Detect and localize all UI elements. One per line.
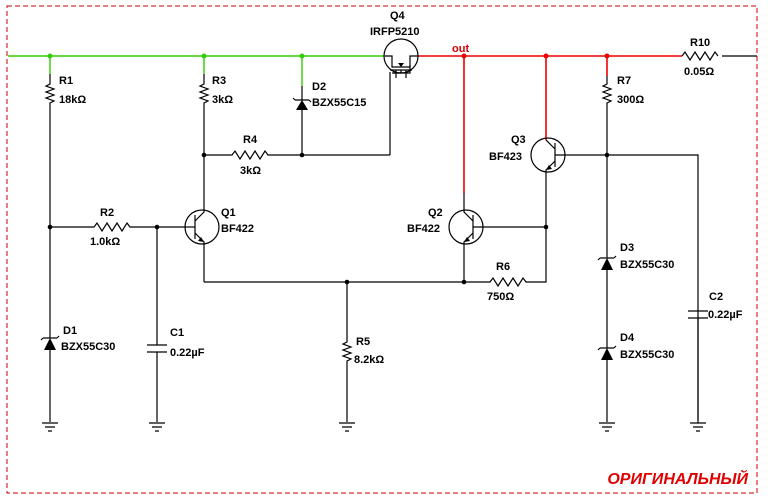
zener-d3 bbox=[597, 255, 617, 348]
label-r3-value: 3kΩ bbox=[212, 94, 233, 106]
label-q2-ref: Q2 bbox=[428, 207, 443, 219]
label-q4-ref: Q4 bbox=[390, 10, 406, 22]
label-d2-ref: D2 bbox=[312, 81, 326, 93]
resistor-r1 bbox=[44, 74, 56, 330]
label-c1-ref: C1 bbox=[170, 327, 184, 339]
label-r4-value: 3kΩ bbox=[240, 165, 261, 177]
label-d1-value: BZX55C30 bbox=[61, 341, 115, 353]
label-d4-ref: D4 bbox=[620, 332, 635, 344]
resistor-r7 bbox=[601, 76, 613, 258]
label-r7-ref: R7 bbox=[617, 75, 631, 87]
label-q1-ref: Q1 bbox=[221, 207, 236, 219]
transistor-q1 bbox=[184, 155, 220, 282]
label-q3-ref: Q3 bbox=[511, 134, 526, 146]
label-r4-ref: R4 bbox=[243, 134, 258, 146]
label-r5-ref: R5 bbox=[356, 336, 370, 348]
label-r1-value: 18kΩ bbox=[59, 94, 86, 106]
resistor-r3 bbox=[198, 74, 210, 155]
label-q3-value: BF423 bbox=[489, 151, 522, 163]
mosfet-q4 bbox=[383, 38, 419, 78]
resistor-r2 bbox=[47, 221, 186, 233]
label-r7-value: 300Ω bbox=[617, 94, 644, 106]
label-r6-ref: R6 bbox=[496, 261, 510, 273]
stamp-original: ОРИГИНАЛЬНЫЙ bbox=[607, 468, 748, 488]
label-r5-value: 8.2kΩ bbox=[354, 354, 384, 366]
resistor-r10 bbox=[681, 50, 719, 62]
label-d3-ref: D3 bbox=[620, 242, 634, 254]
label-r6-value: 750Ω bbox=[487, 291, 514, 303]
sheet-border bbox=[6, 5, 758, 494]
label-d1-ref: D1 bbox=[63, 325, 77, 337]
zener-d2 bbox=[292, 86, 312, 155]
label-r10-value: 0.05Ω bbox=[684, 66, 714, 78]
label-c2-ref: C2 bbox=[709, 291, 723, 303]
ground-symbols bbox=[42, 318, 706, 432]
label-q4-value: IRFP5210 bbox=[370, 26, 420, 38]
supply-rail bbox=[8, 53, 385, 86]
label-r2-ref: R2 bbox=[100, 207, 114, 219]
label-r2-value: 1.0kΩ bbox=[90, 236, 120, 248]
label-q2-value: BF422 bbox=[407, 223, 440, 235]
label-d4-value: BZX55C30 bbox=[620, 349, 674, 361]
output-rail bbox=[418, 53, 682, 193]
emitter-bus bbox=[204, 279, 464, 422]
zener-d1 bbox=[40, 330, 60, 422]
label-d2-value: BZX55C15 bbox=[312, 97, 366, 109]
label-c1-value: 0.22µF bbox=[170, 347, 205, 359]
label-c2-value: 0.22µF bbox=[708, 309, 743, 321]
zener-d4 bbox=[597, 345, 617, 422]
label-q1-value: BF422 bbox=[221, 223, 254, 235]
capacitor-c1 bbox=[147, 227, 167, 422]
label-r10-ref: R10 bbox=[690, 37, 710, 49]
resistor-r6 bbox=[461, 227, 547, 288]
transistor-q2 bbox=[448, 193, 549, 282]
label-r3-ref: R3 bbox=[212, 75, 226, 87]
label-r1-ref: R1 bbox=[59, 75, 73, 87]
transistor-q3 bbox=[530, 137, 699, 420]
resistor-r4 bbox=[201, 149, 390, 161]
label-d3-value: BZX55C30 bbox=[620, 259, 674, 271]
label-out-net: out bbox=[452, 43, 469, 55]
